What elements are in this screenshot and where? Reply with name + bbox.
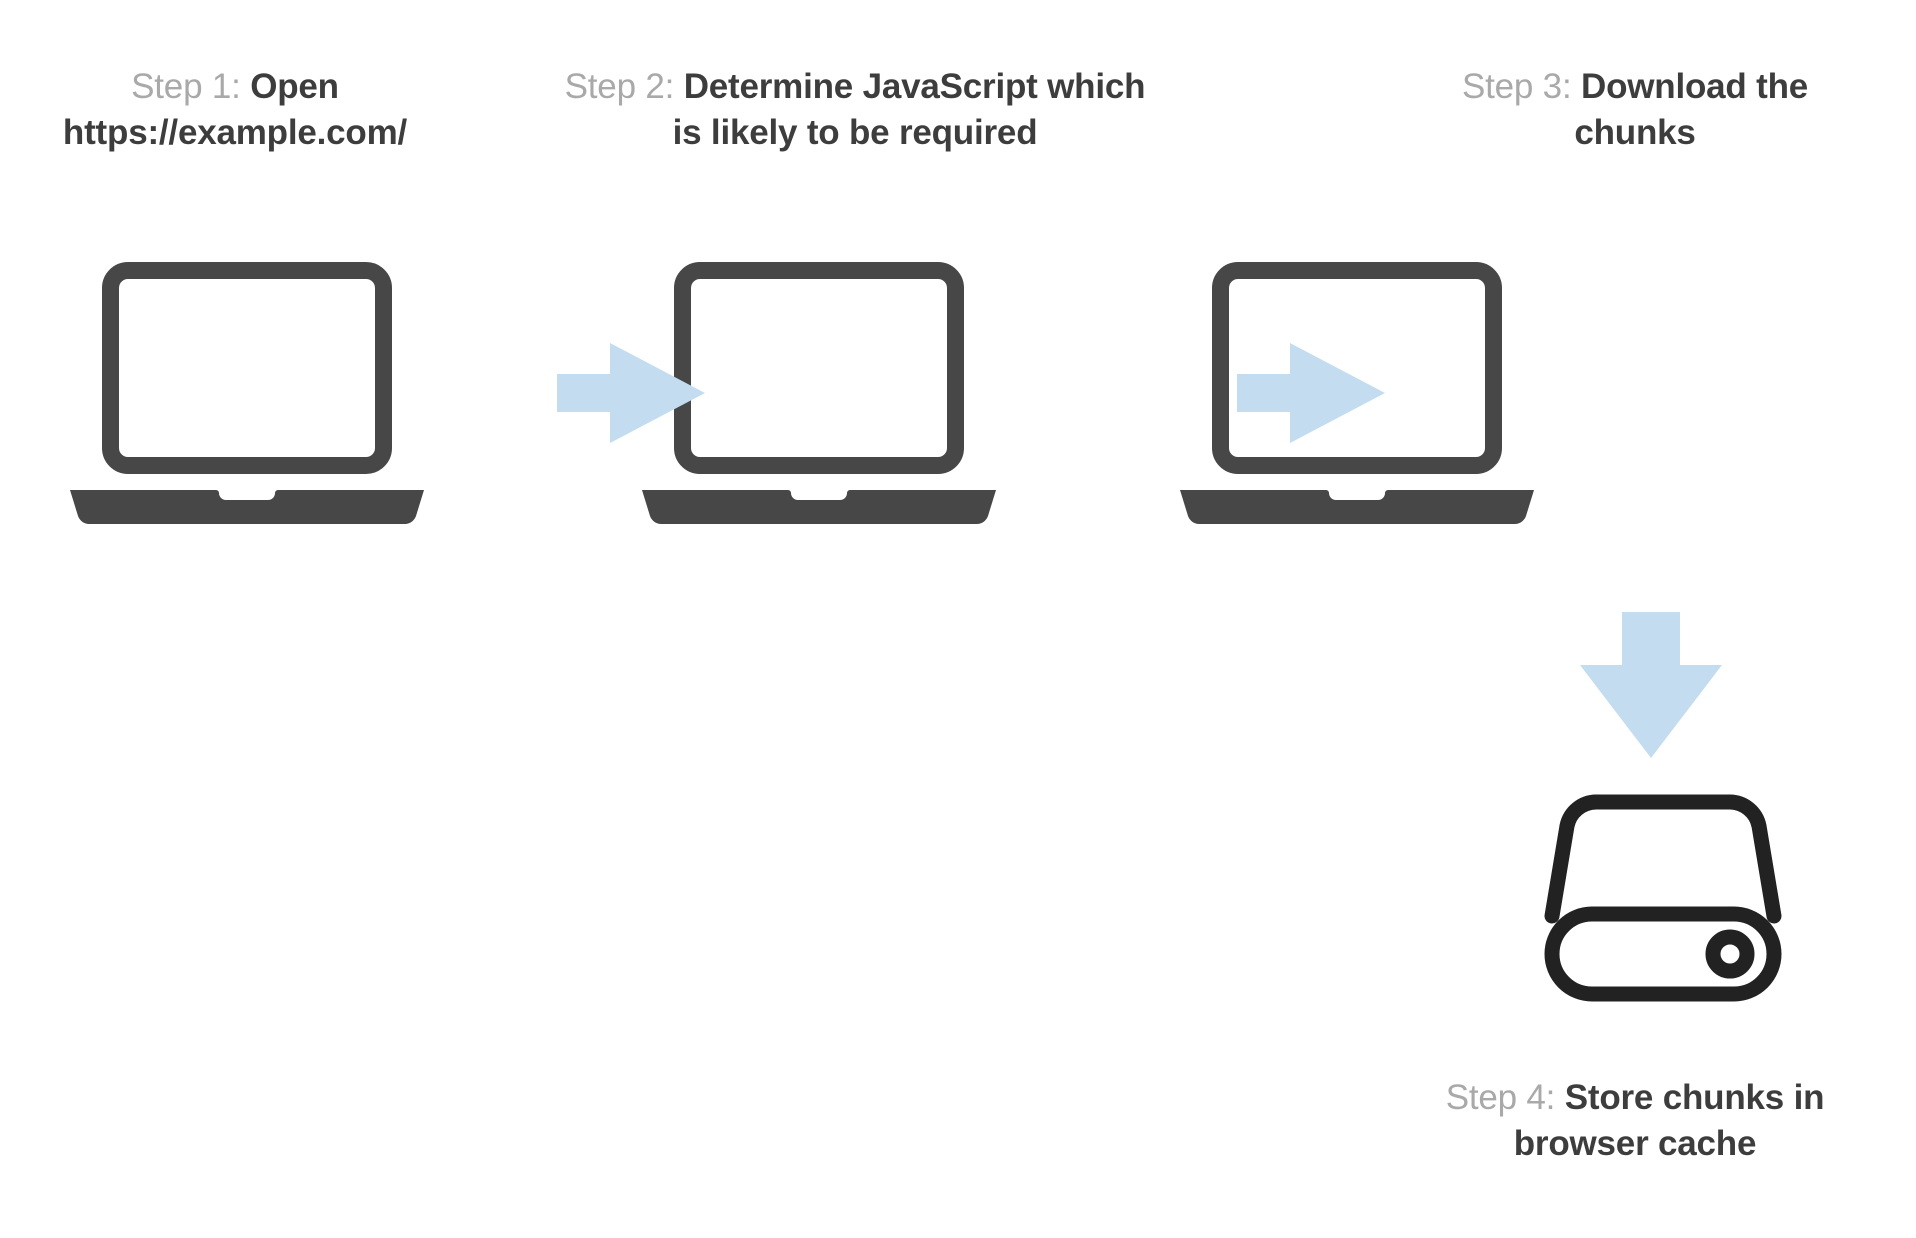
storage-drive-shape [1544,794,1782,1002]
laptop-base-shape [1180,490,1534,524]
laptop-screen [674,262,964,474]
step-4-body: Store chunks in browser cache [1513,1078,1825,1163]
laptop-base-shape [70,490,424,524]
step-2-caption: Step 2: Determine JavaScript which is li… [560,64,1150,155]
step-1-body: Open https://example.com/ [62,67,408,152]
arrow-down-icon [1580,612,1722,758]
laptop-base [640,490,998,524]
laptop-base [1178,490,1536,524]
arrow-right-icon [557,343,705,443]
step-2-prefix: Step 2: [564,67,675,106]
storage-drive-icon [1538,788,1788,1002]
step-1-prefix: Step 1: [131,67,241,106]
arrow-down-shape [1580,612,1722,758]
arrow-right-icon [1237,343,1385,443]
arrow-right-shape [557,343,705,443]
step-4-prefix: Step 4: [1445,1078,1556,1117]
step-4-caption: Step 4: Store chunks in browser cache [1400,1075,1870,1166]
laptop-screen [1212,262,1502,474]
laptop-base-shape [642,490,996,524]
step-1-caption: Step 1: Open https://example.com/ [10,64,460,155]
step-2-body: Determine JavaScript which is likely to … [672,67,1146,152]
arrow-right-shape [1237,343,1385,443]
step-3-caption: Step 3: Download the chunks [1400,64,1870,155]
laptop-screen [102,262,392,474]
laptop-base [68,490,426,524]
step-3-body: Download the chunks [1574,67,1809,152]
step-3-prefix: Step 3: [1461,67,1572,106]
